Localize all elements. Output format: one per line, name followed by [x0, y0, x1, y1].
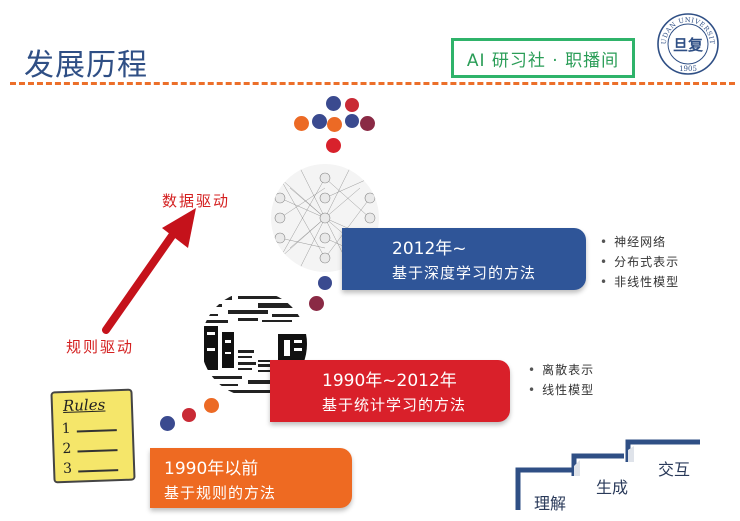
- data-driven-label: 数据驱动: [162, 192, 231, 210]
- stage-statistical-banner: 1990年~2012年 基于统计学习的方法: [270, 360, 510, 422]
- logo-glyph: 旦复: [673, 36, 704, 54]
- stage-method: 基于规则的方法: [164, 484, 277, 502]
- staircase-graphic: [515, 439, 700, 510]
- stair-step-interact: 交互: [658, 460, 691, 479]
- bullet-item: 线性模型: [528, 380, 594, 400]
- logo-year: 1905: [679, 65, 697, 73]
- bullet-item: 神经网络: [600, 232, 679, 252]
- stair-step-understand: 理解: [534, 494, 567, 513]
- stage-rule-based-banner: 1990年以前 基于规则的方法: [150, 448, 352, 508]
- rules-item: 3: [63, 457, 119, 479]
- fudan-university-logo: FUDAN UNIVERSITY 旦复 1905: [656, 12, 719, 75]
- bullet-item: 离散表示: [528, 360, 594, 380]
- statistical-bullets: 离散表示 线性模型: [528, 360, 594, 400]
- brand-badge: AI 研习社 · 职播间: [451, 38, 635, 78]
- stage-deep-learning-banner: 2012年~ 基于深度学习的方法: [342, 228, 586, 290]
- deep-learning-bullets: 神经网络 分布式表示 非线性模型: [600, 232, 679, 292]
- progress-arrow-icon: [102, 208, 196, 334]
- stage-method: 基于深度学习的方法: [392, 264, 537, 282]
- bullet-item: 非线性模型: [600, 272, 679, 292]
- rules-card: Rules 1 2 3: [50, 388, 136, 484]
- rules-item: 1: [61, 417, 117, 439]
- header-divider: [10, 82, 735, 85]
- rules-item: 2: [62, 437, 118, 459]
- stair-step-generate: 生成: [596, 478, 629, 497]
- rule-driven-label: 规则驱动: [66, 338, 135, 356]
- stage-period: 1990年~2012年: [322, 371, 457, 391]
- bullet-item: 分布式表示: [600, 252, 679, 272]
- rules-card-title: Rules: [62, 395, 106, 416]
- stage-period: 2012年~: [392, 239, 467, 259]
- page-title: 发展历程: [24, 48, 148, 83]
- stage-method: 基于统计学习的方法: [322, 396, 467, 414]
- stage-period: 1990年以前: [164, 459, 259, 479]
